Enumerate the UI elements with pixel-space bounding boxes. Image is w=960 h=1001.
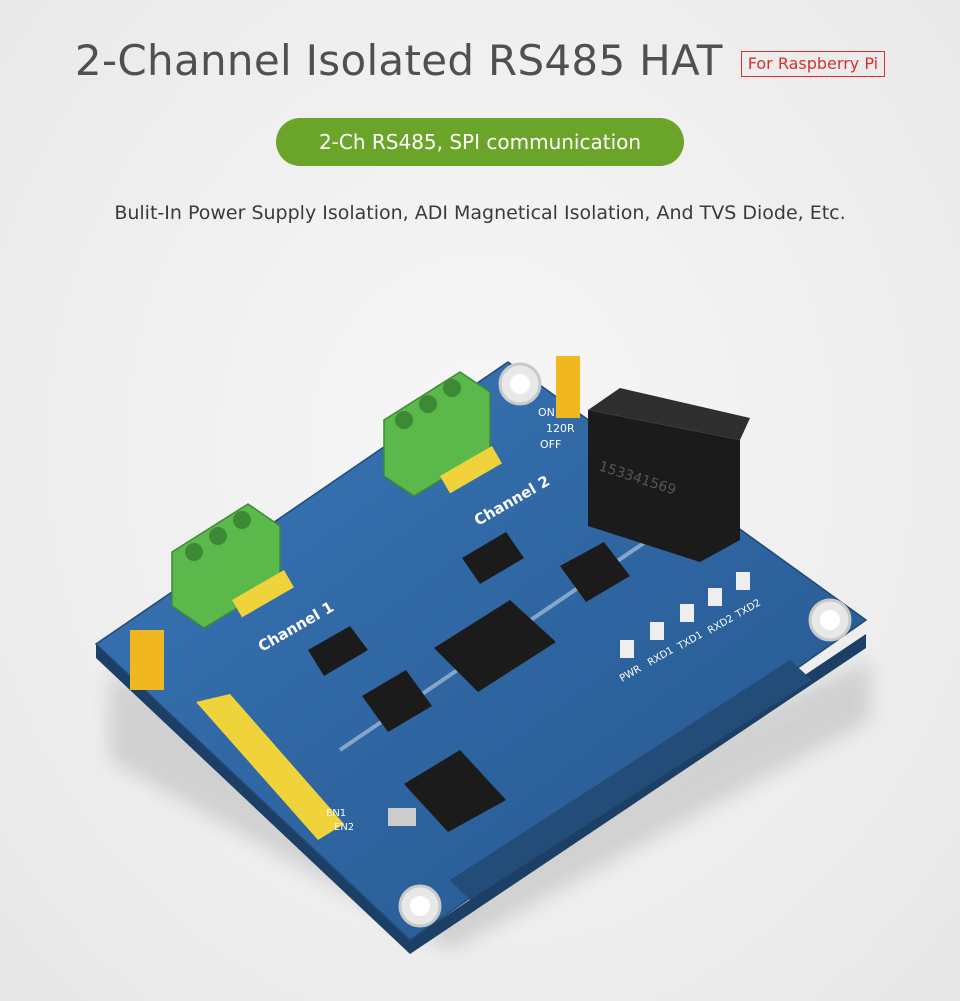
main-ic-chip <box>434 600 556 692</box>
status-leds <box>620 572 750 658</box>
mounting-holes <box>398 362 852 928</box>
jumper-120r-label: 120R <box>546 422 575 435</box>
transceiver-ic-2 <box>362 670 432 732</box>
isolated-power-module: 153341569 <box>588 388 750 562</box>
isolator-ic-1 <box>462 532 524 584</box>
platform-badge: For Raspberry Pi <box>740 50 886 77</box>
jumper-on-label: ON <box>538 406 555 419</box>
feature-subtitle: Bulit-In Power Supply Isolation, ADI Mag… <box>114 202 846 224</box>
feature-pill: 2-Ch RS485, SPI communication <box>276 118 684 166</box>
jumper-120r-left[interactable] <box>130 630 164 690</box>
jumper-off-label: OFF <box>540 438 561 451</box>
page-title: 2-Channel Isolated RS485 HAT <box>74 36 723 85</box>
en1-label: EN1 <box>326 808 346 819</box>
jumper-120r-top[interactable] <box>556 356 580 418</box>
spi-uart-ic <box>404 750 506 832</box>
gpio-header-pads <box>450 660 812 900</box>
title-row: 2-Channel Isolated RS485 HAT For Raspber… <box>0 36 960 85</box>
crystal-oscillator <box>388 808 416 826</box>
en-pin-header <box>196 694 344 840</box>
pcb-edge <box>96 634 866 954</box>
transceiver-ic-1 <box>560 542 630 602</box>
isolator-ic-2 <box>308 626 368 676</box>
product-photo: 153341569 Channel 1 Channel 2 ON 120R OF… <box>94 356 870 954</box>
en2-label: EN2 <box>334 822 354 833</box>
